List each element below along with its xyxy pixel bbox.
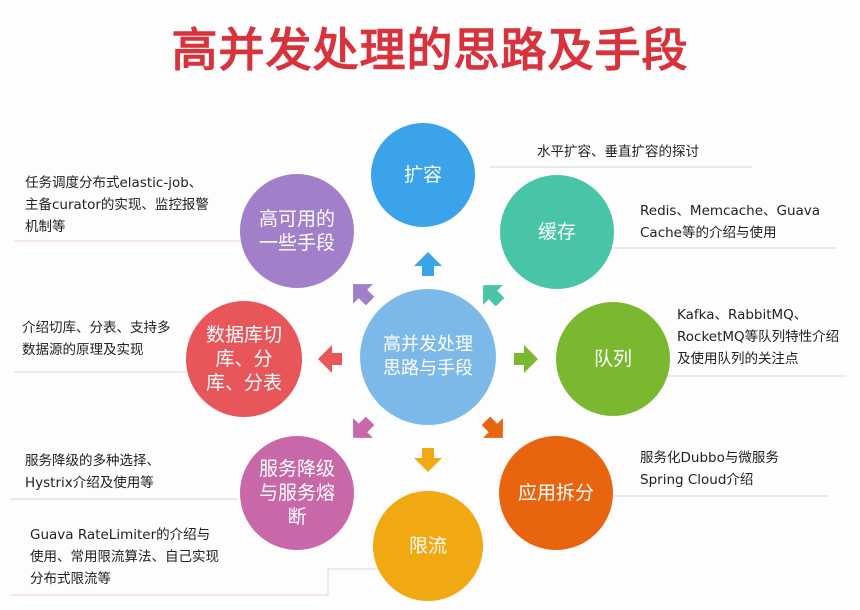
node-db-label: 数据库切库、分库、分表	[205, 324, 282, 394]
center-node-label: 高并发处理思路与手段	[383, 334, 473, 379]
cache-description: Redis、Memcache、Guava Cache等的介绍与使用	[640, 203, 821, 241]
node-queue: 队列	[556, 302, 670, 416]
arrow-down-right-icon	[481, 416, 503, 438]
page-title: 高并发处理的思路及手段	[171, 23, 689, 77]
limit-underline	[10, 568, 378, 596]
node-cache: 缓存	[500, 175, 614, 289]
arrow-up-left-icon	[353, 284, 375, 306]
node-scale: 扩容	[371, 123, 475, 227]
node-ha-label: 高可用的一些手段	[258, 208, 335, 254]
arrow-right-icon	[514, 345, 538, 373]
node-split-label: 应用拆分	[517, 482, 594, 504]
degrade-description: 服务降级的多种选择、Hystrix介绍及使用等	[25, 453, 160, 491]
db-description: 介绍切库、分表、支持多数据源的原理及实现	[22, 320, 171, 358]
arrow-up-icon	[414, 252, 442, 276]
ha-description: 任务调度分布式elastic-job、主备curator的实现、监控报警机制等	[25, 175, 209, 235]
split-description: 服务化Dubbo与微服务Spring Cloud介绍	[640, 450, 779, 488]
node-scale-label: 扩容	[403, 164, 442, 186]
arrow-down-left-icon	[353, 416, 375, 438]
arrow-icons	[318, 252, 538, 472]
node-db: 数据库切库、分库、分表	[186, 301, 302, 417]
center-node: 高并发处理思路与手段	[360, 289, 496, 425]
node-degrade-label: 服务降级与服务熔断	[258, 458, 335, 528]
arrow-down-icon	[414, 448, 442, 472]
node-ha: 高可用的一些手段	[240, 174, 354, 288]
node-split: 应用拆分	[499, 436, 613, 550]
scale-description: 水平扩容、垂直扩容的探讨	[537, 144, 699, 160]
node-limit-label: 限流	[408, 535, 447, 557]
limit-description: Guava RateLimiter的介绍与使用、常用限流算法、自己实现分布式限流…	[30, 527, 219, 587]
node-queue-label: 队列	[593, 348, 632, 370]
node-degrade: 服务降级与服务熔断	[240, 436, 354, 550]
arrow-up-right-icon	[483, 285, 505, 307]
arrow-left-icon	[318, 345, 342, 373]
node-limit: 限流	[373, 491, 483, 601]
node-cache-label: 缓存	[537, 221, 576, 243]
queue-description: Kafka、RabbitMQ、RocketMQ等队列特性介绍及使用队列的关注点	[677, 307, 840, 367]
